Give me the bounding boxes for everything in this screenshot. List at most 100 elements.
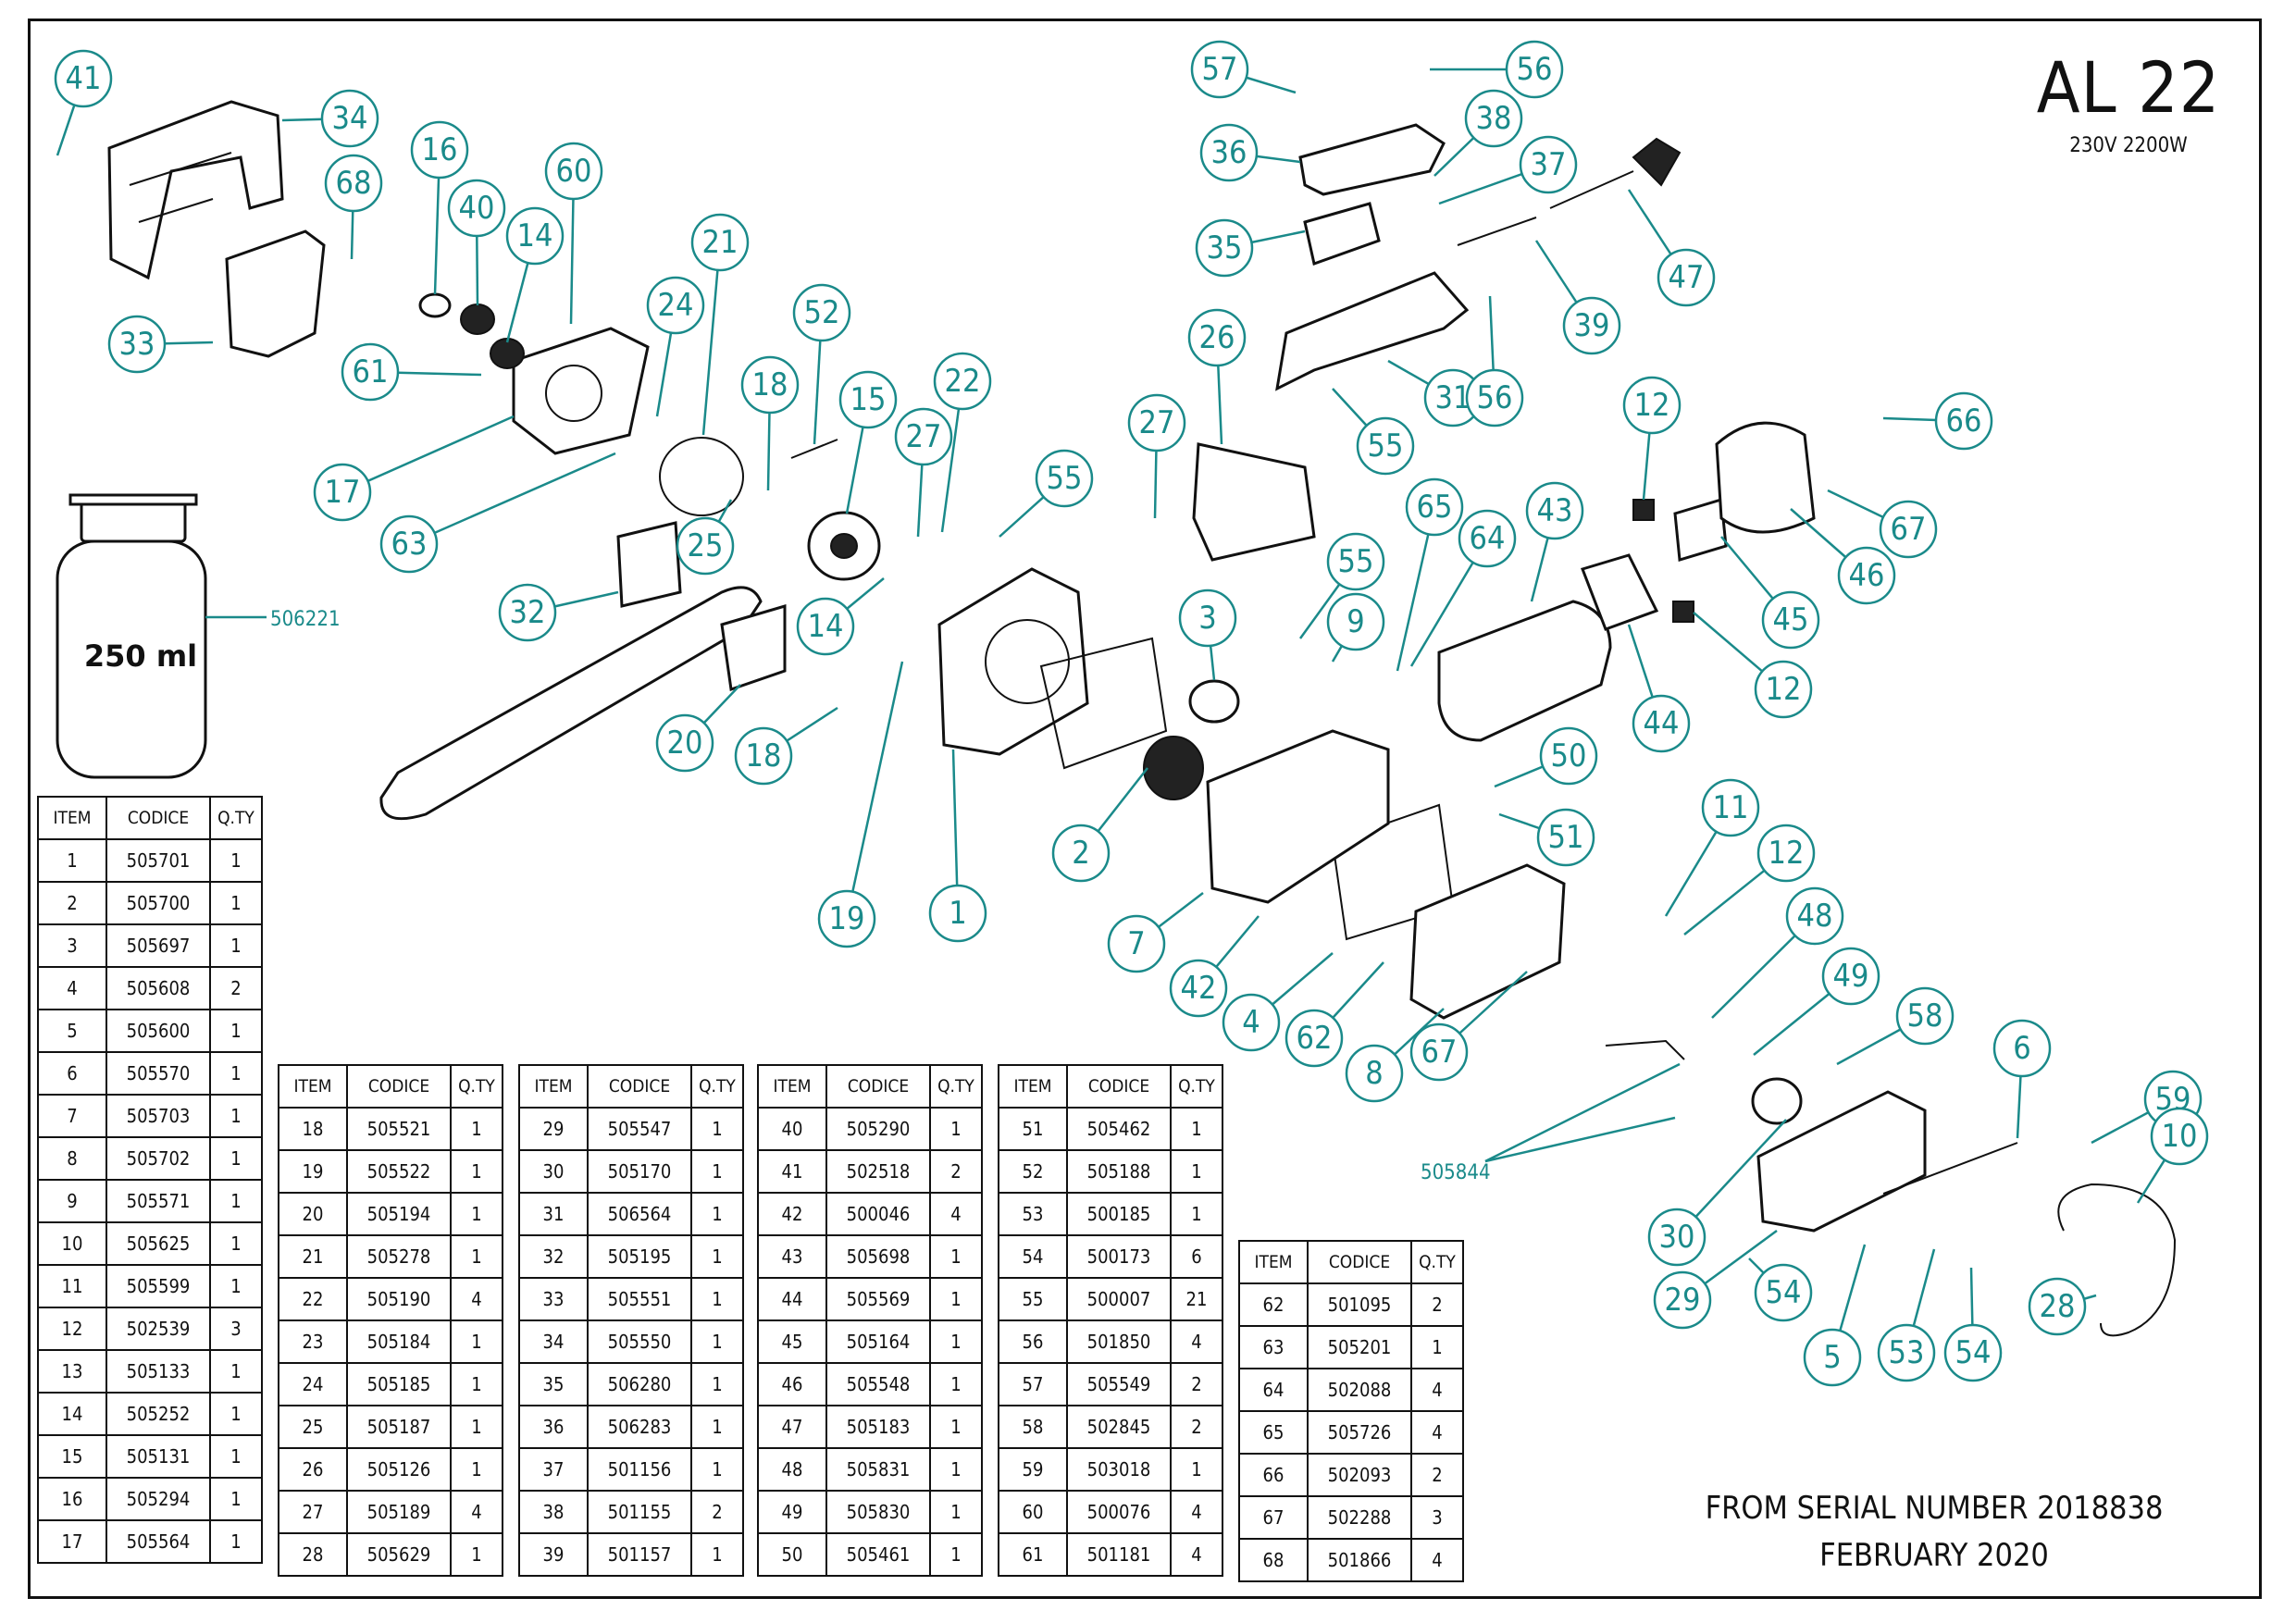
callout-label: 54 — [1766, 1274, 1802, 1311]
cell-item: 50 — [757, 1532, 827, 1577]
callout-circle — [1992, 1019, 2052, 1078]
callout-label: 25 — [688, 527, 724, 564]
callout-65: 65 — [1396, 477, 1464, 672]
cell-qty: 21 — [1170, 1277, 1223, 1321]
cell-code: 505625 — [105, 1221, 211, 1266]
callout-label: 44 — [1644, 705, 1680, 742]
callout-53: 53 — [1877, 1248, 1936, 1382]
callout-circle — [1934, 391, 1993, 451]
callout-label: 57 — [1202, 51, 1238, 88]
callout-22: 22 — [933, 352, 992, 533]
cell-code: 505522 — [346, 1149, 452, 1194]
callout-label: 27 — [1139, 404, 1175, 441]
callout-10: 10 — [2136, 1107, 2209, 1204]
callout-label: 67 — [1421, 1034, 1458, 1071]
cell-code: 502539 — [105, 1307, 211, 1351]
callout-6: 6 — [1992, 1019, 2052, 1139]
callout-circle — [817, 889, 876, 948]
callout-circle — [544, 142, 603, 201]
cell-qty: 1 — [450, 1532, 503, 1577]
bottle-volume-label: 250 ml — [83, 638, 198, 674]
cell-item: 47 — [757, 1405, 827, 1449]
callout-circle — [505, 206, 565, 266]
cell-qty: 1 — [209, 923, 263, 968]
column-header-code: CODICE — [1307, 1240, 1412, 1284]
column-header-qty: Q.TY — [209, 796, 263, 840]
callout-circle — [928, 884, 987, 943]
column-header-code: CODICE — [346, 1064, 452, 1109]
cell-qty: 2 — [1410, 1282, 1464, 1327]
callout-27: 27 — [1127, 393, 1186, 519]
callout-circle — [1837, 546, 1896, 605]
cell-code: 500046 — [825, 1192, 931, 1236]
callout-label: 51 — [1548, 819, 1584, 856]
column-header-item: ITEM — [518, 1064, 589, 1109]
cell-item: 22 — [278, 1277, 348, 1321]
callout-45: 45 — [1720, 536, 1820, 650]
callout-circle — [838, 370, 898, 429]
cell-item: 7 — [37, 1094, 107, 1138]
cell-code: 505570 — [105, 1051, 211, 1096]
cell-code: 505187 — [346, 1405, 452, 1449]
cell-qty: 1 — [450, 1405, 503, 1449]
callout-circle — [1458, 509, 1517, 568]
callout-label: 36 — [1211, 134, 1247, 171]
callout-label: 19 — [829, 900, 865, 937]
handle-part — [1192, 442, 1316, 562]
callout-32: 32 — [498, 583, 619, 642]
callout-60: 60 — [544, 142, 603, 325]
callout-label: 35 — [1207, 229, 1243, 266]
callout-circle — [379, 514, 439, 574]
callout-64: 64 — [1409, 509, 1517, 667]
callout-label: 1 — [949, 895, 966, 932]
callout-label: 34 — [332, 100, 368, 137]
model-rating: 230V 2200W — [2069, 134, 2188, 157]
callout-label: 32 — [510, 594, 546, 631]
cell-item: 39 — [518, 1532, 589, 1577]
cell-code: 505278 — [346, 1234, 452, 1279]
cell-qty: 1 — [690, 1447, 744, 1492]
callout-61: 61 — [341, 342, 482, 402]
column-header-code: CODICE — [1066, 1064, 1172, 1109]
callout-circle — [1035, 449, 1094, 508]
cell-code: 502845 — [1066, 1405, 1172, 1449]
callout-label: 14 — [808, 608, 844, 645]
cell-code: 505252 — [105, 1392, 211, 1436]
cell-qty: 1 — [690, 1192, 744, 1236]
callout-circle — [1943, 1323, 2003, 1382]
callout-circle — [1754, 1263, 1813, 1322]
callout-circle — [1345, 1044, 1404, 1103]
callout-circle — [1653, 1270, 1712, 1330]
callout-label: 55 — [1368, 427, 1404, 465]
callout-18: 18 — [734, 706, 838, 786]
cell-code: 501156 — [587, 1447, 692, 1492]
cell-qty: 4 — [1170, 1532, 1223, 1577]
callout-54: 54 — [1748, 1258, 1813, 1322]
callout-29: 29 — [1653, 1229, 1778, 1330]
cell-qty: 1 — [209, 1094, 263, 1138]
oil-bottle-illustration — [56, 493, 207, 779]
column-header-item: ITEM — [998, 1064, 1068, 1109]
cell-code: 505201 — [1307, 1325, 1412, 1369]
callout-circle — [1169, 959, 1228, 1018]
callout-31: 31 — [1387, 359, 1483, 427]
callout-label: 60 — [556, 153, 592, 190]
callout-circle — [1525, 481, 1584, 540]
cell-item: 34 — [518, 1319, 589, 1364]
motor-part — [1437, 600, 1612, 742]
callout-circle — [1051, 824, 1111, 883]
cell-item: 67 — [1238, 1495, 1309, 1540]
cell-qty: 1 — [690, 1149, 744, 1194]
callout-label: 39 — [1574, 307, 1610, 344]
callout-label: 41 — [66, 60, 102, 97]
cell-code: 506564 — [587, 1192, 692, 1236]
